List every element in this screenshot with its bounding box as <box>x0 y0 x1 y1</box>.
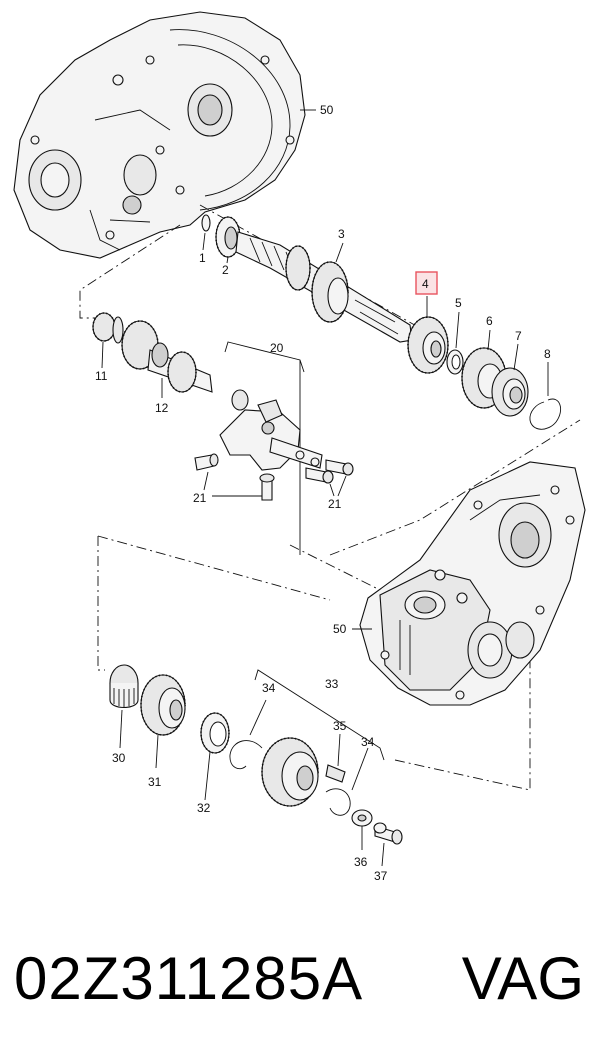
callout-6: 6 <box>486 314 493 328</box>
part-11-bearing <box>92 312 124 344</box>
callout-31: 31 <box>148 775 162 789</box>
callout-50-lower: 50 <box>333 622 347 636</box>
gearbox-housing-lower <box>359 461 586 706</box>
brand-label: VAG <box>461 945 584 1012</box>
part-number: 02Z311285A <box>14 945 364 1012</box>
callout-21-left: 21 <box>193 491 207 505</box>
callout-12: 12 <box>155 401 169 415</box>
callout-5: 5 <box>455 296 462 310</box>
part-33-synchro-hub <box>254 669 385 807</box>
callout-8: 8 <box>544 347 551 361</box>
callout-11: 11 <box>95 369 108 383</box>
callout-37: 37 <box>374 869 388 883</box>
part-12-pinion-shaft <box>121 320 213 393</box>
callout-3: 3 <box>338 227 345 241</box>
callout-34-right: 34 <box>361 735 375 749</box>
callout-36: 36 <box>354 855 368 869</box>
callout-32: 32 <box>197 801 211 815</box>
callout-7: 7 <box>515 329 522 343</box>
part-3-main-shaft <box>235 231 413 343</box>
callout-30: 30 <box>112 751 126 765</box>
exploded-parts-diagram: 50 1 2 3 4 5 <box>13 11 586 883</box>
part-8-circlip <box>529 398 562 430</box>
part-20-selector-bracket <box>219 341 323 555</box>
callout-35: 35 <box>333 719 347 733</box>
part-7-bearing <box>491 367 529 417</box>
gearbox-housing-upper <box>13 11 306 259</box>
part-32-synchro-ring <box>200 712 230 754</box>
callout-1: 1 <box>199 251 206 265</box>
callout-21-right: 21 <box>328 497 342 511</box>
part-37-bolt <box>373 822 403 845</box>
part-1-circlip <box>201 214 211 232</box>
part-21-bolts <box>194 453 354 501</box>
callout-2: 2 <box>222 263 229 277</box>
part-5-thrust-washer <box>446 349 464 375</box>
callout-33: 33 <box>325 677 339 691</box>
callout-4-highlight-box <box>415 271 438 295</box>
callout-34-left: 34 <box>262 681 276 695</box>
part-31-gear <box>140 674 186 736</box>
part-34-spring-right <box>325 788 351 816</box>
part-4-gear <box>407 316 449 374</box>
part-30-needle-bearing <box>109 664 139 709</box>
callout-20: 20 <box>270 341 284 355</box>
part-34-spring-left <box>229 740 263 770</box>
part-36-washer <box>351 809 373 827</box>
callout-4: 4 <box>422 277 429 291</box>
callout-50-upper: 50 <box>320 103 334 117</box>
